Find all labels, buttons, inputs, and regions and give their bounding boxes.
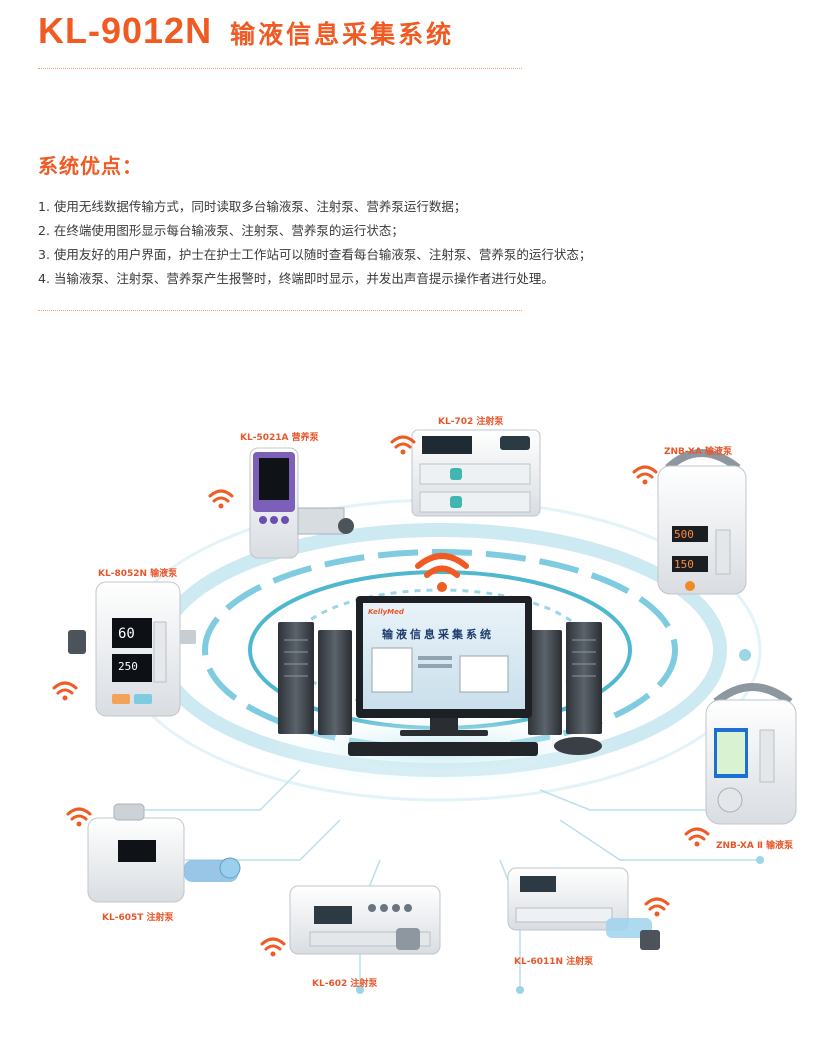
device-kl-605t: [87, 803, 241, 903]
list-item: 2. 在终端使用图形显示每台输液泵、注射泵、营养泵的运行状态；: [38, 223, 404, 238]
device-znb-xa: [657, 449, 747, 595]
screen-brand: KellyMed: [368, 608, 404, 616]
wifi-icon: [208, 489, 234, 509]
device-kl-6011n: [507, 867, 660, 950]
wifi-icon: [390, 435, 416, 455]
device-label-znb-xa-ii: ZNB-XA Ⅱ 输液泵: [716, 841, 794, 851]
advantages-list: 1. 使用无线数据传输方式，同时读取多台输液泵、注射泵、营养泵运行数据； 2. …: [38, 198, 591, 294]
list-item: 3. 使用友好的用户界面，护士在护士工作站可以随时查看每台输液泵、注射泵、营养泵…: [38, 247, 592, 262]
device-label-kl-605t: KL-605T 注射泵: [102, 913, 174, 923]
wifi-icon: [632, 465, 658, 485]
device-label-kl-5021a: KL-5021A 营养泵: [240, 433, 319, 443]
device-label-kl-702: KL-702 注射泵: [438, 417, 504, 427]
readout-znb-xa-2: 150: [674, 558, 694, 571]
wifi-icon: [644, 897, 670, 917]
section-divider: [38, 310, 522, 311]
wifi-icon: [52, 681, 78, 701]
wifi-icon: [415, 553, 469, 592]
model-number: KL-9012N: [38, 10, 213, 51]
diagram-illustration: [68, 429, 797, 994]
advantages-title: 系统优点：: [38, 154, 143, 178]
device-label-znb-xa: ZNB-XA 输液泵: [664, 447, 732, 457]
server-towers: [278, 622, 602, 735]
device-kl-702: [411, 429, 541, 517]
device-label-kl-602: KL-602 注射泵: [312, 979, 378, 989]
device-znb-xa-ii: [705, 683, 797, 825]
wifi-icon: [260, 937, 286, 957]
device-kl-5021a: [249, 447, 354, 559]
header-divider: [38, 68, 522, 69]
device-label-kl-8052n: KL-8052N 输液泵: [98, 569, 178, 579]
list-item: 1. 使用无线数据传输方式，同时读取多台输液泵、注射泵、营养泵运行数据；: [38, 199, 467, 214]
device-kl-602: [289, 885, 441, 955]
screen-title: 输液信息采集系统: [382, 628, 494, 641]
readout-kl-8052n-1: 60: [118, 626, 135, 642]
wifi-icon: [684, 827, 710, 847]
readout-znb-xa-1: 500: [674, 528, 694, 541]
device-label-kl-6011n: KL-6011N 注射泵: [514, 957, 594, 967]
network-diagram: KellyMed 输液信息采集系统 500 150 60 250 KL-5021…: [0, 390, 830, 1049]
readout-kl-8052n-2: 250: [118, 660, 138, 673]
list-item: 4. 当输液泵、注射泵、营养泵产生报警时，终端即时显示，并发出声音提示操作者进行…: [38, 271, 554, 286]
monitor: [348, 596, 602, 756]
system-name: 输液信息采集系统: [230, 20, 455, 49]
device-kl-8052n: [68, 581, 196, 717]
wifi-icon: [66, 807, 92, 827]
page-header: KL-9012N 输液信息采集系统: [38, 10, 454, 52]
